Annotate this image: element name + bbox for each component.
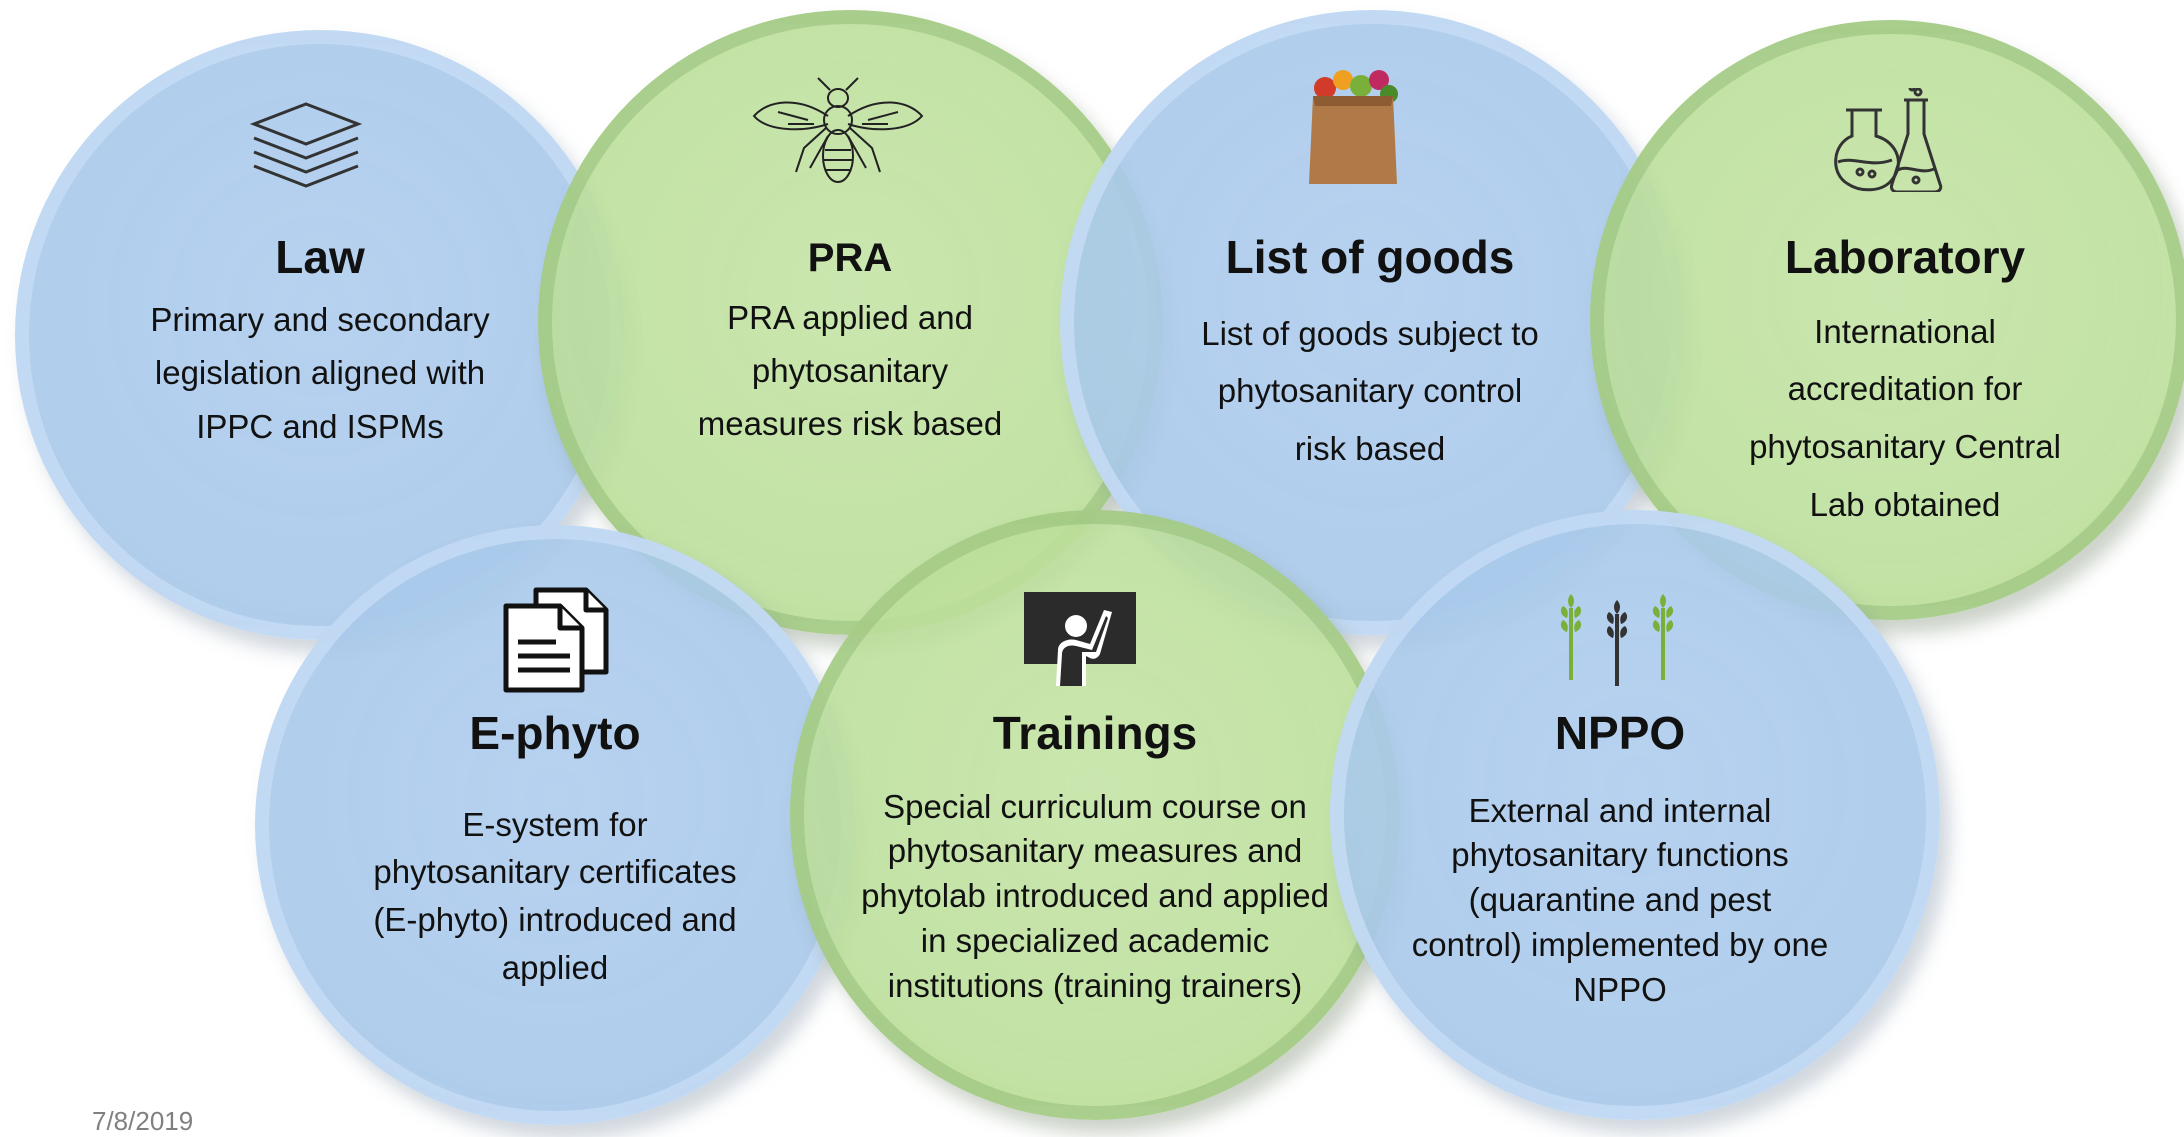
e-phyto-title: E-phyto bbox=[469, 707, 641, 759]
laboratory-title: Laboratory bbox=[1784, 231, 2026, 283]
pra-title: PRA bbox=[807, 236, 893, 280]
laboratory-text-block: Laboratory International accreditation f… bbox=[1655, 232, 2155, 534]
trainings-text-block: Trainings Special curriculum course on p… bbox=[825, 708, 1365, 1009]
flask-icon bbox=[1834, 88, 1943, 192]
trainings-title: Trainings bbox=[992, 707, 1198, 759]
grocery-bag-icon bbox=[1309, 70, 1398, 184]
nppo-text-block: NPPO External and internal phytosanitary… bbox=[1370, 708, 1870, 1013]
wheat-plants-icon bbox=[1560, 594, 1674, 686]
teacher-board-icon bbox=[1024, 592, 1136, 686]
nppo-description: External and internal phytosanitary func… bbox=[1411, 791, 1829, 1009]
nppo-title: NPPO bbox=[1554, 707, 1686, 759]
law-text-block: Law Primary and secondary legislation al… bbox=[70, 232, 570, 453]
list-of-goods-title: List of goods bbox=[1225, 231, 1515, 283]
layers-icon bbox=[249, 102, 363, 188]
e-phyto-text-block: E-phyto E-system for phytosanitary certi… bbox=[305, 708, 805, 992]
documents-icon bbox=[503, 587, 609, 693]
e-phyto-description: E-system for phytosanitary certificates … bbox=[373, 805, 737, 987]
insect-icon bbox=[752, 77, 924, 183]
pra-text-block: PRA PRA applied and phytosanitary measur… bbox=[600, 236, 1100, 450]
list-of-goods-text-block: List of goods List of goods subject to p… bbox=[1120, 232, 1620, 478]
laboratory-description: International accreditation for phytosan… bbox=[1749, 312, 2061, 523]
list-of-goods-description: List of goods subject to phytosanitary c… bbox=[1201, 314, 1539, 468]
pra-description: PRA applied and phytosanitary measures r… bbox=[697, 299, 1003, 442]
law-description: Primary and secondary legislation aligne… bbox=[150, 300, 490, 445]
trainings-description: Special curriculum course on phytosanita… bbox=[861, 787, 1329, 1005]
law-title: Law bbox=[275, 231, 365, 283]
